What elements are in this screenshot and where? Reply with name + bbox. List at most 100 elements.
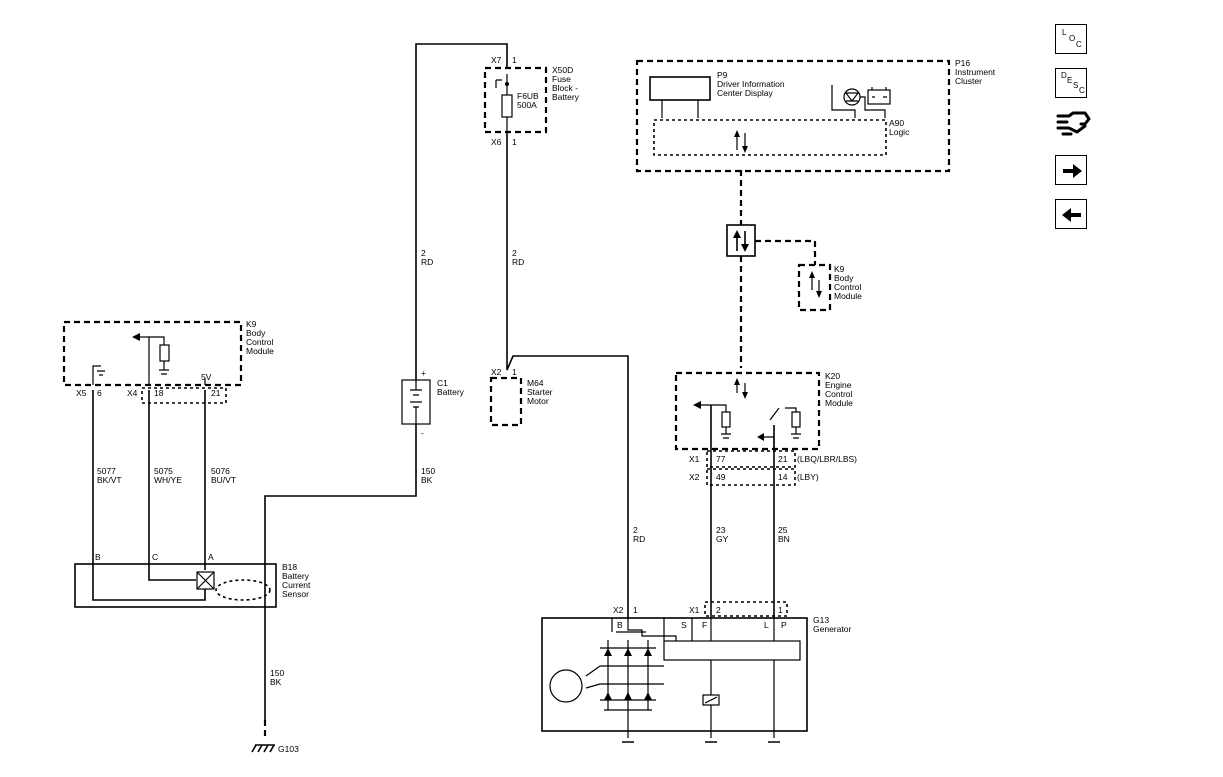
location-button[interactable]: L O C (1055, 24, 1087, 54)
k20-x1-pin21: 21 (778, 454, 788, 464)
wire-25-color: BN (778, 534, 790, 544)
g13-x1-pin2: 2 (716, 605, 721, 615)
g13-x2-pin: 1 (633, 605, 638, 615)
connector-x5-pin: 6 (97, 388, 102, 398)
a90-label-1: A90 (889, 118, 904, 128)
b18-pin-a: A (208, 552, 214, 562)
p16-label-1: P16 (955, 58, 970, 68)
battery-c1: + - C1 Battery (401, 368, 465, 438)
g13-x1-pin1: 1 (778, 605, 783, 615)
fuse-f6ub-label: F6UB (517, 91, 539, 101)
g13-x2-label: X2 (613, 605, 624, 615)
body-control-module-k9-right: K9 Body Control Module (797, 263, 862, 312)
k20-label-3: Control (825, 389, 853, 399)
wire-5077-number: 5077 (97, 466, 116, 476)
wire-23-number: 23 (716, 525, 726, 535)
loc-letter-c: C (1076, 40, 1082, 49)
g13-terminal-b: B (617, 620, 623, 630)
generator-g13: X2 1 X1 2 1 B S F L P G13 Generator (541, 601, 851, 743)
g13-label-1: G13 (813, 615, 829, 625)
wire-150-bottom-gauge: 150 (270, 668, 284, 678)
desc-letter-c: C (1079, 86, 1085, 95)
arrow-left-icon (1062, 208, 1081, 222)
wire-5076-color: BU/VT (211, 475, 236, 485)
description-button[interactable]: D E S C (1055, 68, 1087, 98)
wire-5076-number: 5076 (211, 466, 230, 476)
p9-label-1: P9 (717, 70, 728, 80)
wire-gen-b-color: RD (633, 534, 645, 544)
wire-fuse-left-gauge: 2 (421, 248, 426, 258)
wire-paths (92, 43, 817, 740)
engine-control-module-k20: K20 Engine Control Module X1 77 21 (LBQ/… (674, 371, 857, 486)
b18-pin-b: B (95, 552, 101, 562)
k20-x1-note: (LBQ/LBR/LBS) (797, 454, 857, 464)
k9-left-label-2: Body (246, 328, 266, 338)
wire-fuse-right-color: RD (512, 257, 524, 267)
connector-icon (1056, 111, 1091, 136)
g13-terminal-s: S (681, 620, 687, 630)
wire-fuse-left-color: RD (421, 257, 433, 267)
k9-right-label-2: Body (834, 273, 854, 283)
k20-x2-label: X2 (689, 472, 700, 482)
instrument-cluster-p16: P9 Driver Information Center Display A90… (635, 58, 996, 173)
b18-pin-c: C (152, 552, 158, 562)
b18-label-1: B18 (282, 562, 297, 572)
connector-view-button[interactable] (1055, 110, 1091, 138)
fuse-f6ub-rating: 500A (517, 100, 537, 110)
starter-motor-m64: X2 1 M64 Starter Motor (489, 367, 553, 427)
m64-connector-pin: 1 (512, 367, 517, 377)
k9-left-label-3: Control (246, 337, 274, 347)
g13-terminal-p: P (781, 620, 787, 630)
m64-label-2: Starter (527, 387, 553, 397)
p16-label-3: Cluster (955, 76, 982, 86)
ground-g103: G103 (251, 744, 299, 754)
k20-x2-pin14: 14 (778, 472, 788, 482)
c1-label-1: C1 (437, 378, 448, 388)
fuse-block-x50d: X7 1 X6 1 F6UB 500A X50D Fuse Block - Ba… (483, 55, 580, 147)
k20-x1-label: X1 (689, 454, 700, 464)
wire-gen-b-gauge: 2 (633, 525, 638, 535)
loc-letter-o: O (1069, 34, 1076, 43)
k9-left-label-4: Module (246, 346, 274, 356)
battery-minus-label: - (421, 428, 424, 438)
connector-x6-pin: 1 (512, 137, 517, 147)
connector-x7-pin: 1 (512, 55, 517, 65)
k9-right-label-3: Control (834, 282, 862, 292)
loc-letter-l: L (1062, 28, 1067, 37)
p9-label-3: Center Display (717, 88, 773, 98)
wire-150-top-gauge: 150 (421, 466, 435, 476)
k9-right-label-4: Module (834, 291, 862, 301)
wire-150-bottom-color: BK (270, 677, 282, 687)
b18-label-3: Current (282, 580, 311, 590)
g13-terminal-f: F (702, 620, 707, 630)
g13-label-2: Generator (813, 624, 851, 634)
k20-x1-pin77: 77 (716, 454, 726, 464)
connector-x7-label: X7 (491, 55, 502, 65)
wire-fuse-right-gauge: 2 (512, 248, 517, 258)
arrow-right-icon (1063, 164, 1082, 178)
x50d-label-1: X50D (552, 65, 573, 75)
connector-x5-label: X5 (76, 388, 87, 398)
desc-letter-s: S (1073, 81, 1079, 90)
x50d-label-3: Block - (552, 83, 578, 93)
k9-right-label-1: K9 (834, 264, 845, 274)
connector-x4-label: X4 (127, 388, 138, 398)
m64-label-3: Motor (527, 396, 549, 406)
connector-x4-pin18: 18 (154, 388, 164, 398)
desc-letter-e: E (1067, 76, 1073, 85)
wire-25-number: 25 (778, 525, 788, 535)
connector-x4-pin21: 21 (211, 388, 221, 398)
previous-page-button[interactable] (1055, 199, 1087, 229)
m64-label-1: M64 (527, 378, 544, 388)
b18-label-4: Sensor (282, 589, 309, 599)
g13-terminal-l: L (764, 620, 769, 630)
data-splice (726, 224, 756, 257)
p9-label-2: Driver Information (717, 79, 785, 89)
k9-left-label-1: K9 (246, 319, 257, 329)
body-control-module-k9-left: K9 Body Control Module 5V X5 6 X4 18 21 (62, 319, 274, 404)
connector-x6-label: X6 (491, 137, 502, 147)
m64-connector-label: X2 (491, 367, 502, 377)
next-page-button[interactable] (1055, 155, 1087, 185)
wire-5075-color: WH/YE (154, 475, 182, 485)
